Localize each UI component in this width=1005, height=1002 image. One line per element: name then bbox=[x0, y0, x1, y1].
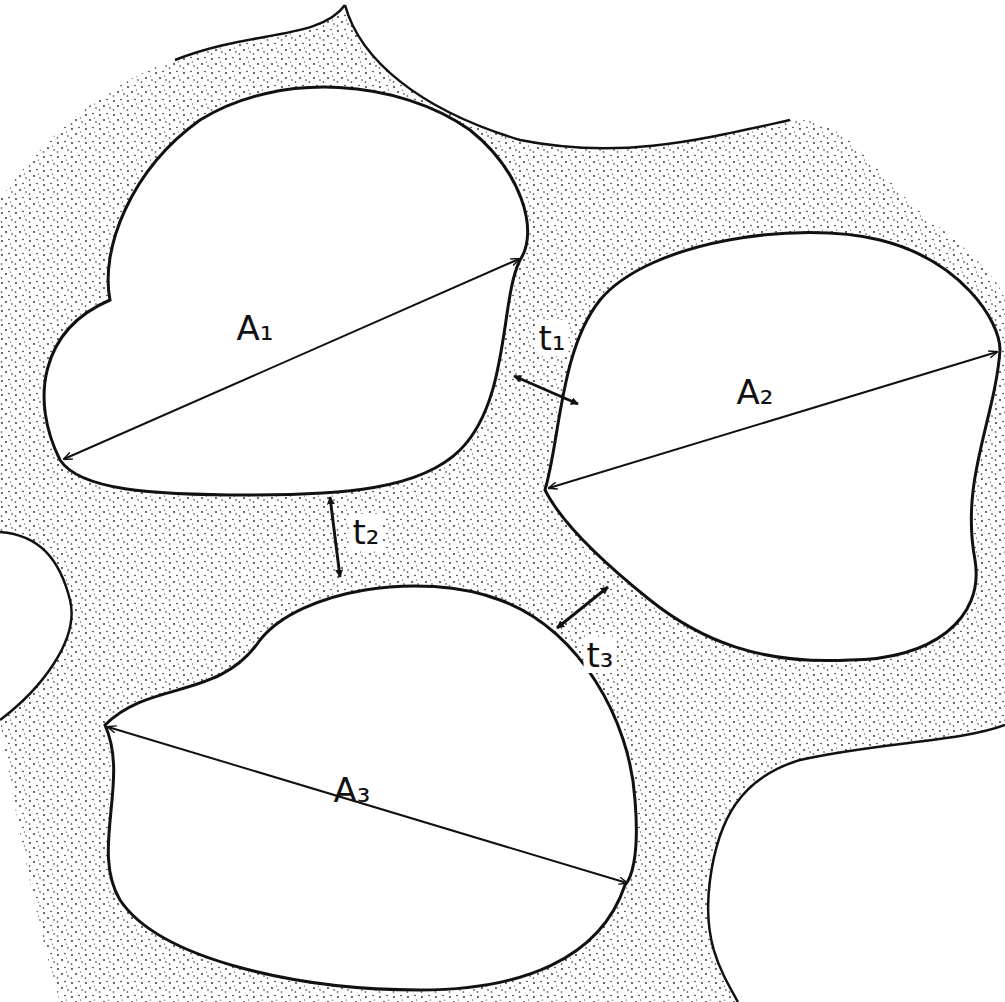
dimension-arrow bbox=[64, 259, 519, 459]
thickness-label: t₃ bbox=[584, 637, 617, 673]
matrix-region bbox=[0, 5, 1005, 1002]
grain-outline bbox=[105, 586, 636, 990]
dimension-label: A₂ bbox=[737, 375, 774, 409]
dimension-arrow bbox=[108, 727, 627, 883]
thickness-arrow bbox=[330, 497, 340, 577]
grain-outline bbox=[545, 233, 1000, 661]
matrix-outline bbox=[0, 5, 1005, 1002]
grain-outline bbox=[44, 87, 528, 495]
dimension-label: A₁ bbox=[237, 311, 274, 345]
thickness-label: t₂ bbox=[350, 514, 383, 550]
thickness-label: t₁ bbox=[536, 320, 569, 356]
thickness-arrow bbox=[514, 376, 578, 404]
thickness-arrow bbox=[557, 587, 608, 628]
dimension-arrow bbox=[549, 352, 997, 488]
dimension-label: A₃ bbox=[334, 773, 371, 807]
